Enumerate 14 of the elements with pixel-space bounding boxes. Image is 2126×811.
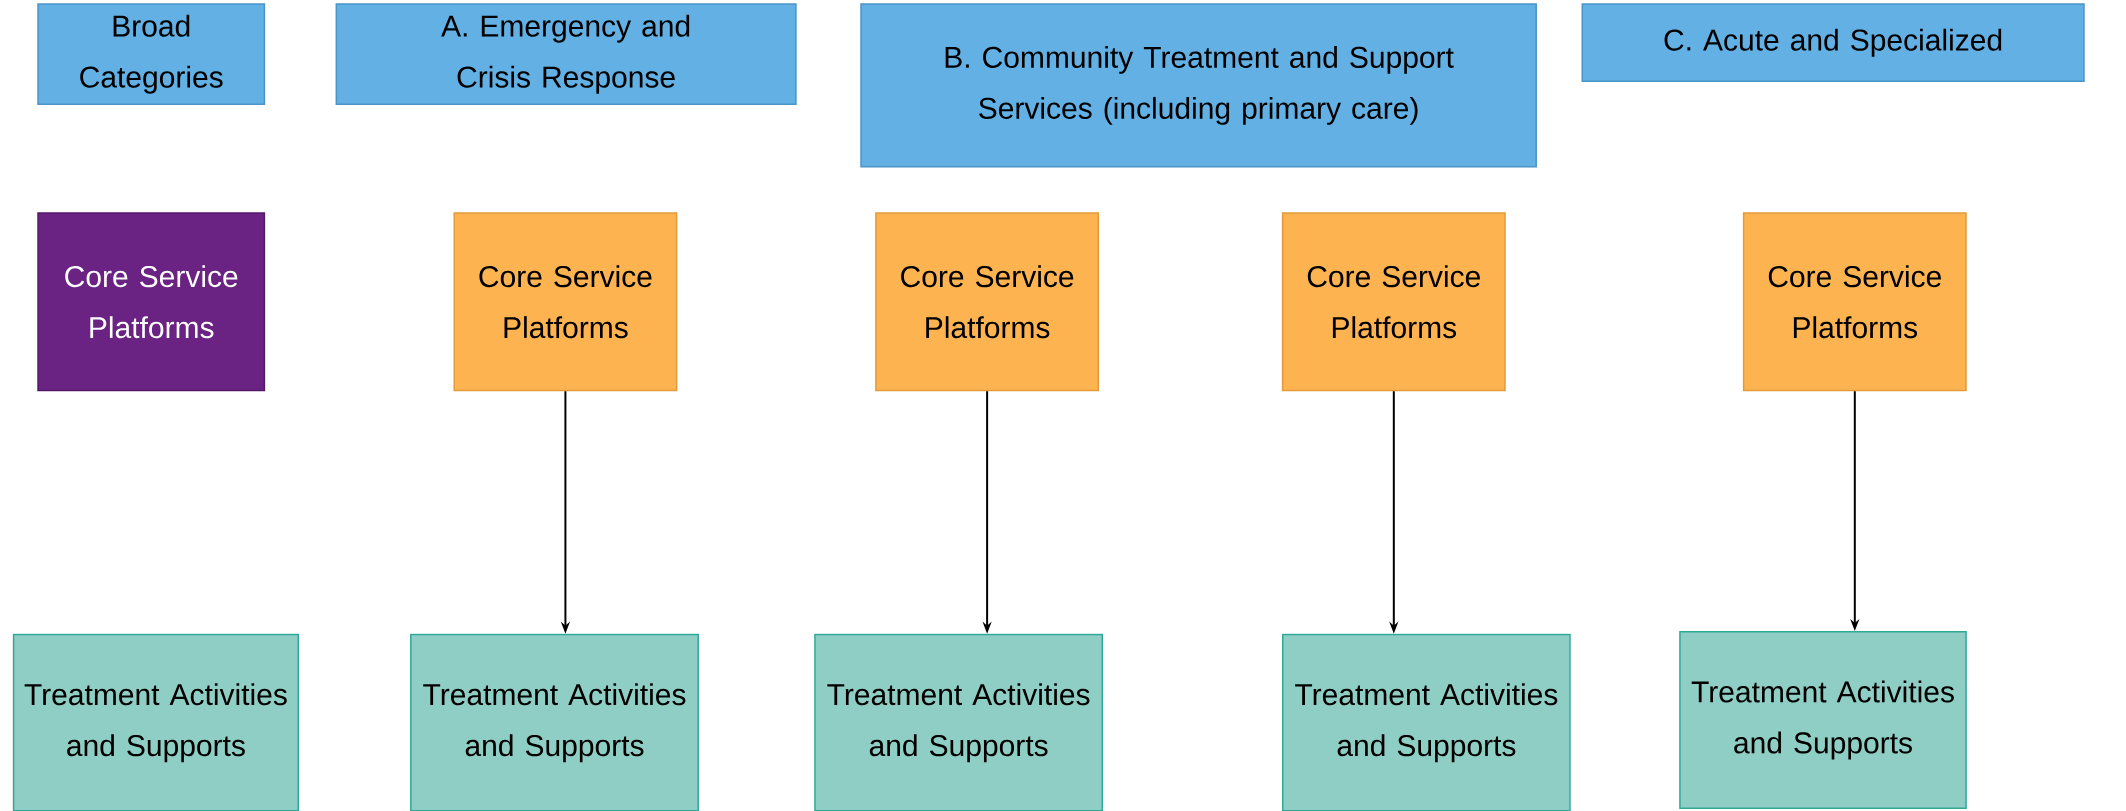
platform-box: Core Service Platforms (1281, 212, 1506, 392)
category-box: C. Acute and Specialized (1581, 3, 2085, 83)
platform-box: Core Service Platforms (1742, 212, 1967, 392)
platform-box: Core Service Platforms (37, 212, 266, 392)
category-box: A. Emergency and Crisis Response (335, 3, 797, 106)
treatment-box: Treatment Activities and Supports (1679, 631, 1967, 809)
platform-box: Core Service Platforms (453, 212, 678, 392)
category-box: B. Community Treatment and Support Services (including primary care) (860, 3, 1537, 168)
platform-box: Core Service Platforms (875, 212, 1100, 392)
treatment-box: Treatment Activities and Supports (1281, 633, 1571, 811)
treatment-box: Treatment Activities and Supports (12, 633, 299, 811)
treatment-box: Treatment Activities and Supports (814, 633, 1104, 811)
category-box: Broad Categories (37, 3, 266, 106)
treatment-box: Treatment Activities and Supports (410, 633, 699, 811)
